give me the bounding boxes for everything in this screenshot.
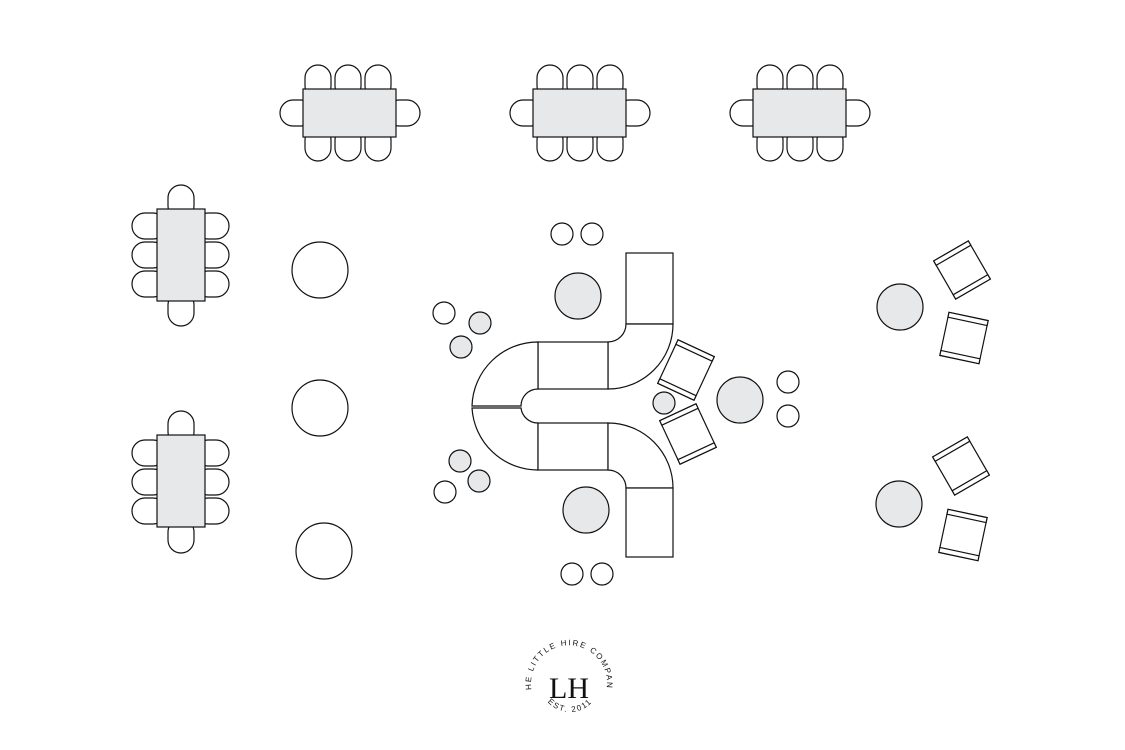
armchair	[658, 402, 718, 466]
banquet-table-top-2	[509, 64, 651, 162]
stool	[590, 562, 614, 586]
stool	[776, 370, 800, 394]
side-table	[562, 486, 610, 534]
sofa-module	[471, 341, 539, 407]
armchair	[939, 311, 989, 365]
sofa-module	[537, 422, 609, 471]
round-table	[295, 522, 353, 580]
stool	[468, 311, 492, 335]
lounge-pod-right-2	[875, 436, 991, 562]
side-table	[876, 283, 924, 331]
round-table	[291, 379, 349, 437]
stool	[432, 301, 456, 325]
stool	[776, 404, 800, 428]
sofa-module	[471, 407, 539, 471]
side-table	[716, 376, 764, 424]
sofa-module	[607, 323, 674, 390]
banquet-table-left-2	[131, 410, 230, 554]
stool	[467, 469, 491, 493]
sofa-module	[537, 341, 609, 390]
armchair	[938, 508, 988, 562]
stool	[580, 222, 604, 246]
lounge-cluster	[432, 222, 800, 586]
logo-monogram: LH	[549, 672, 589, 705]
banquet-table-top-3	[729, 64, 871, 162]
round-table	[291, 241, 349, 299]
stool	[652, 391, 676, 415]
stool	[550, 222, 574, 246]
armchair	[932, 240, 992, 300]
side-table	[875, 480, 923, 528]
side-table	[554, 272, 602, 320]
stool	[449, 335, 473, 359]
lounge-pod-right-1	[876, 240, 992, 365]
stool	[433, 480, 457, 504]
armchair	[656, 338, 716, 402]
stool	[560, 562, 584, 586]
stool	[448, 449, 472, 473]
sofa-module	[625, 252, 674, 325]
armchair	[931, 436, 991, 496]
modular-sofa	[471, 252, 674, 558]
banquet-table-left-1	[131, 184, 230, 327]
sofa-module	[625, 487, 674, 558]
banquet-table-top-1	[279, 64, 421, 162]
sofa-module	[607, 422, 674, 489]
